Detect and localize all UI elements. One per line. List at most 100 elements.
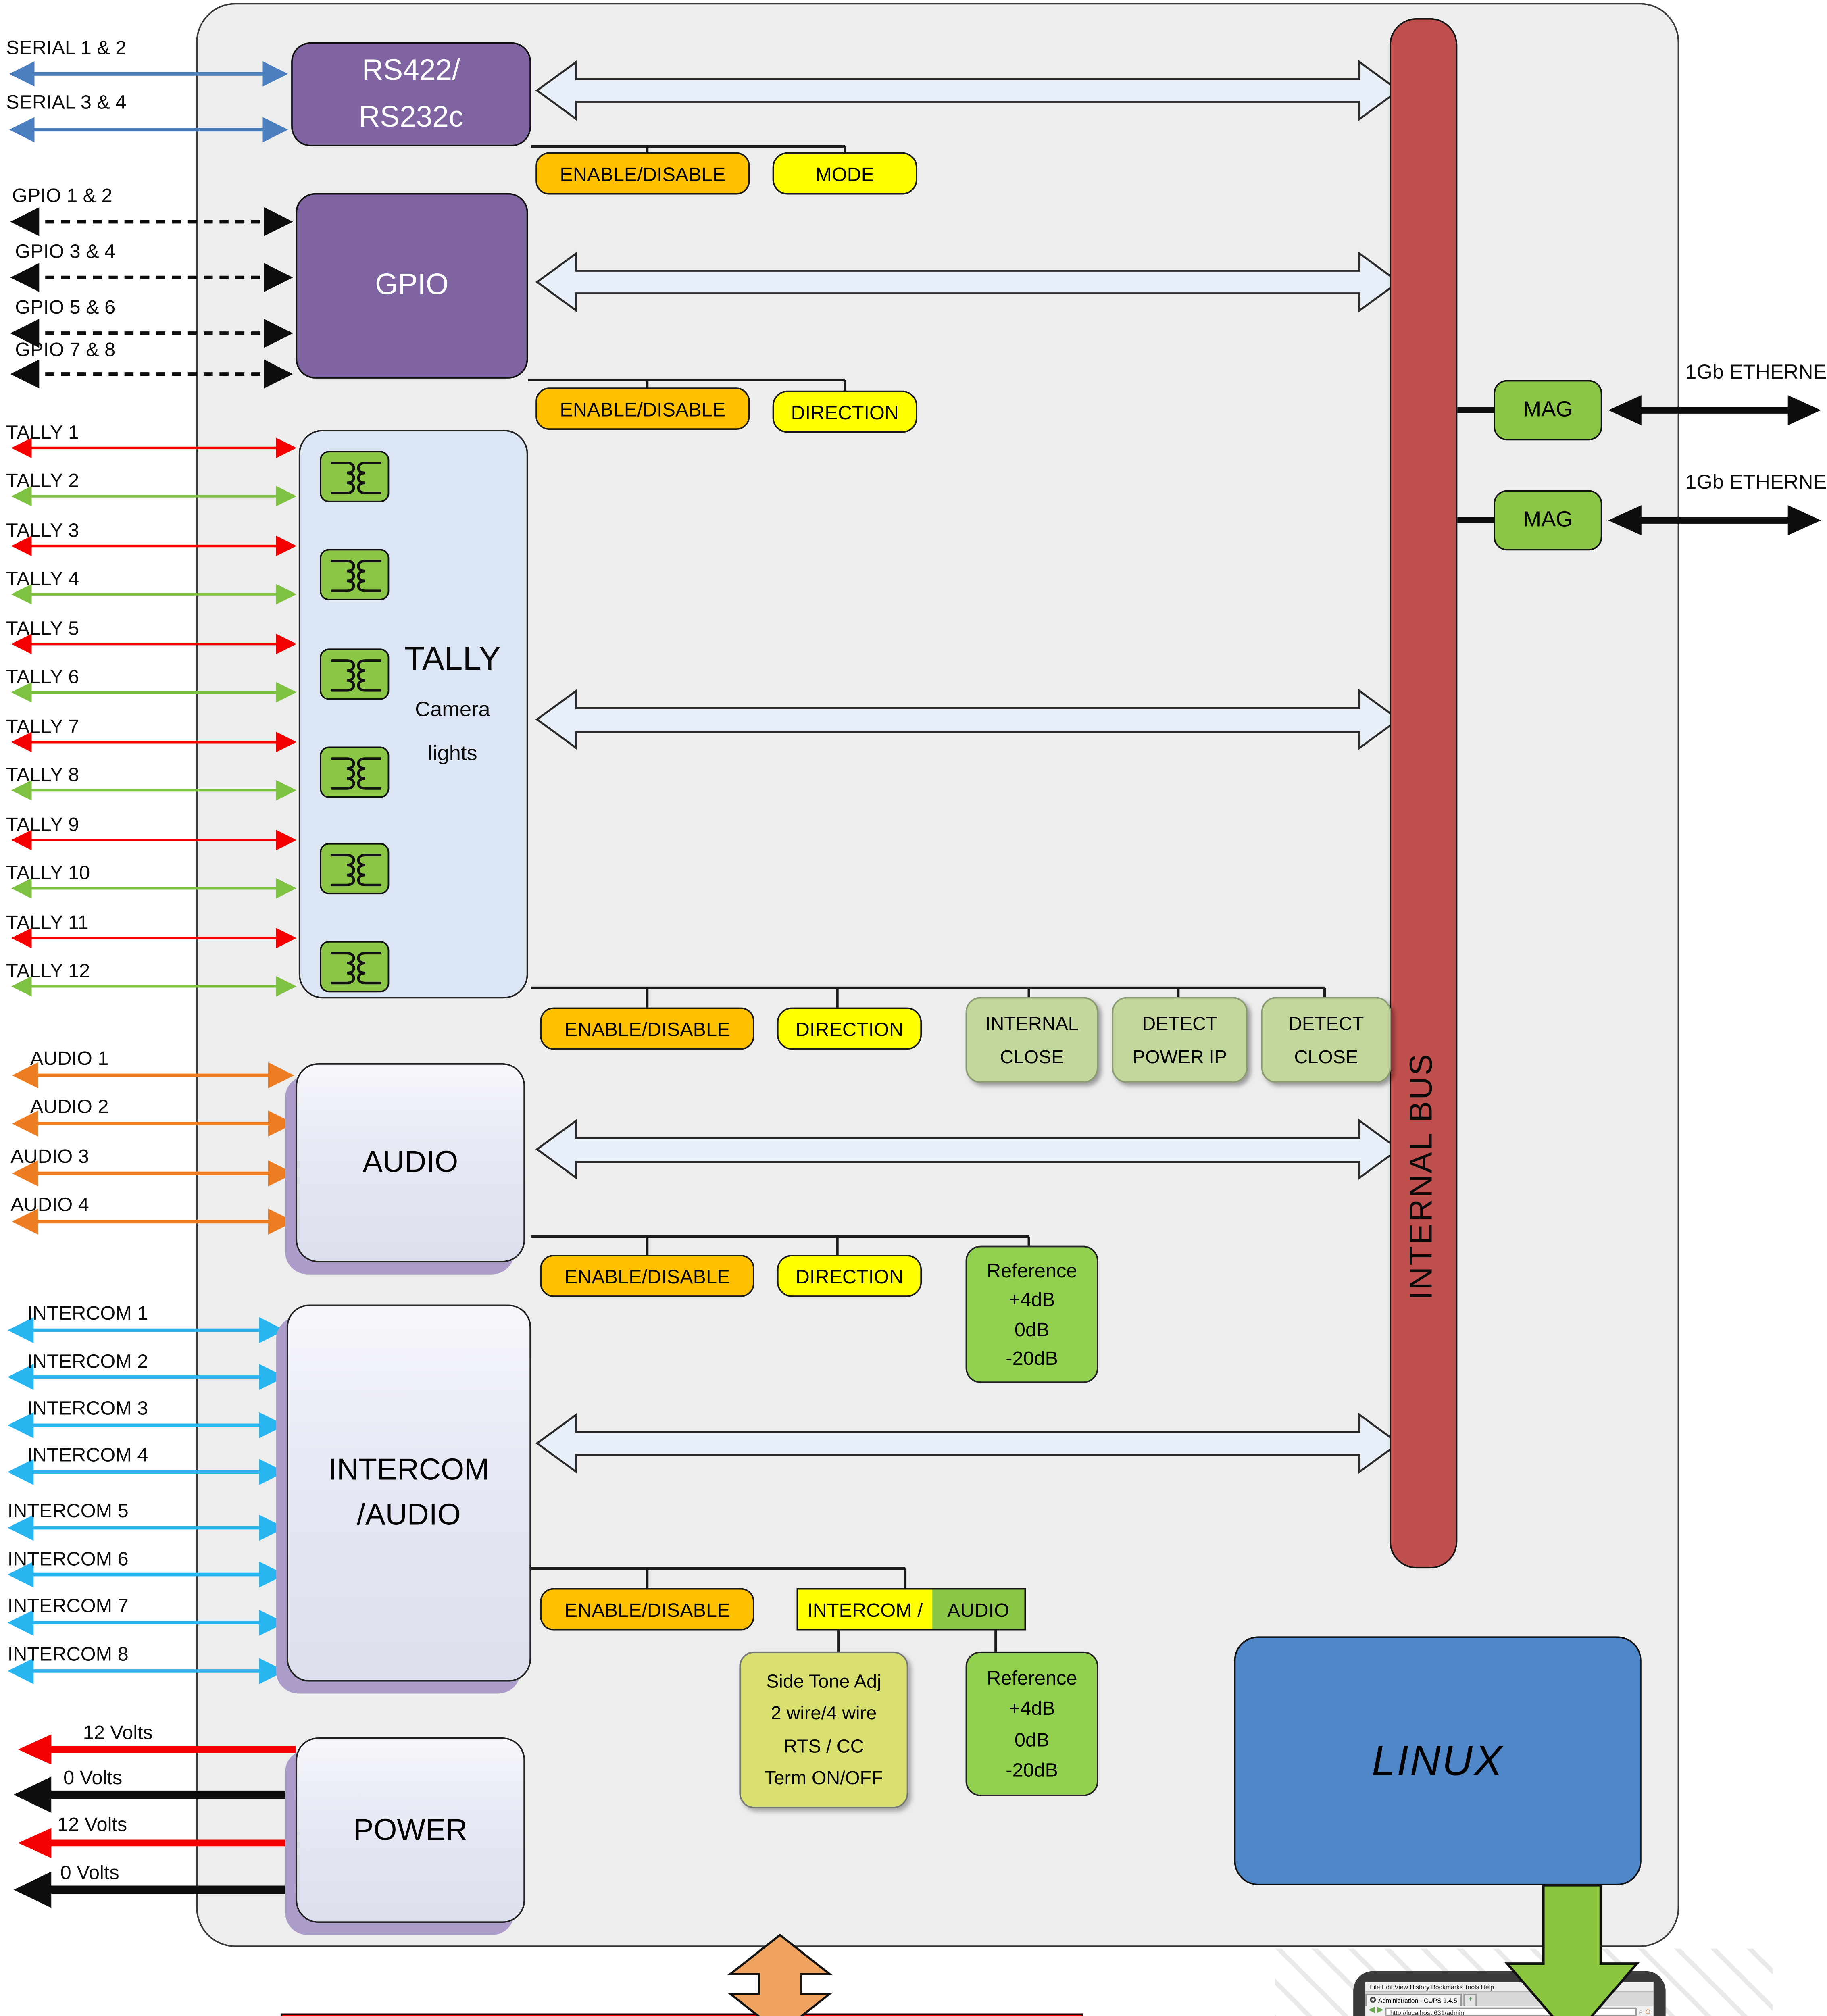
rs422-line1: RS422/ [362,54,460,88]
gpio-block: GPIO [296,193,528,379]
browser-menubar[interactable]: File Edit View History Bookmarks Tools H… [1365,1981,1654,1993]
reference-m20db: -20dB [1006,1758,1058,1781]
audio-enable-disable: ENABLE/DISABLE [540,1255,754,1297]
intercom-label-8: INTERCOM 8 [7,1642,129,1665]
rs422-rs232-block: RS422/ RS232c [291,42,531,146]
rs422-line2: RS232c [358,100,464,134]
intercom-label-6: INTERCOM 6 [7,1547,129,1570]
tally-label-12: TALLY 12 [6,959,90,982]
intercom-reference-box: Reference +4dB 0dB -20dB [965,1651,1098,1796]
relay-icon [320,451,390,502]
mag-block-2: MAG [1494,490,1602,551]
relay-icon [320,746,390,798]
browser-url-row: ◀ ▶ http://localhost:631/admin ⌕ ⌂ [1365,2005,1654,2016]
serial-label-1: SERIAL 1 & 2 [6,36,127,59]
front-panel-link-arrow [727,1933,833,2016]
tally-label-3: TALLY 3 [6,519,79,541]
reference-0db: 0dB [1014,1317,1050,1340]
tally-title: TALLY [404,639,501,677]
serial-label-2: SERIAL 3 & 4 [6,90,127,113]
intercom-label-2: INTERCOM 2 [27,1350,148,1372]
side-tone-line1: Side Tone Adj [766,1670,881,1692]
reference-m20db: -20dB [1006,1346,1058,1369]
power-block: POWER [296,1737,525,1923]
power-label-12v-a: 12 Volts [83,1720,153,1743]
side-tone-box: Side Tone Adj 2 wire/4 wire RTS / CC Ter… [739,1651,908,1808]
audio-block-label: AUDIO [362,1146,458,1180]
monitor: File Edit View History Bookmarks Tools H… [1353,1971,1666,2016]
side-tone-line2: 2 wire/4 wire [771,1703,877,1724]
intercom-audio-switch: INTERCOM / AUDIO [796,1588,1026,1631]
reference-4db: +4dB [1008,1697,1055,1720]
mag-block-1: MAG [1494,380,1602,441]
browser-tab-title: Administration - CUPS 1.4.5 [1378,1996,1457,2004]
url-bar[interactable]: http://localhost:631/admin [1385,2006,1637,2016]
side-tone-line4: Term ON/OFF [765,1768,883,1789]
forward-icon[interactable]: ▶ [1377,2006,1383,2015]
tally-label-11: TALLY 11 [6,911,89,934]
tally-internal-close: INTERNAL CLOSE [965,997,1098,1083]
intercom-label-5: INTERCOM 5 [7,1499,129,1522]
browser-window: File Edit View History Bookmarks Tools H… [1365,1981,1654,2016]
search-icon[interactable]: ⌕ [1639,2007,1644,2016]
intercom-label-7: INTERCOM 7 [7,1594,129,1617]
relay-icon [320,549,390,600]
gpio-block-label: GPIO [375,269,449,302]
power-label-12v-b: 12 Volts [57,1813,127,1836]
reference-title: Reference [986,1260,1077,1283]
front-panel: IP LIVE UTILITY INTEGRATOR LAN 1 SETTING… [280,2013,1083,2016]
audio-direction: DIRECTION [777,1255,922,1297]
intercom-line1: INTERCOM [328,1454,490,1487]
tally-detect-power-ip: DETECT POWER IP [1112,997,1248,1083]
tally-direction: DIRECTION [777,1007,922,1050]
tally-label-8: TALLY 8 [6,763,79,786]
tally-label-9: TALLY 9 [6,813,79,836]
relay-icon [320,648,390,700]
audio-label-3: AUDIO 3 [10,1145,89,1168]
tally-enable-disable: ENABLE/DISABLE [540,1007,754,1050]
reference-4db: +4dB [1008,1288,1055,1311]
tally-label-4: TALLY 4 [6,567,79,590]
back-icon[interactable]: ◀ [1368,2006,1375,2015]
new-tab-icon[interactable]: + [1463,1993,1477,2005]
relay-icon [320,843,390,895]
tally-label-10: TALLY 10 [6,861,90,884]
rs422-enable-disable: ENABLE/DISABLE [535,152,750,195]
linux-label: LINUX [1372,1737,1504,1784]
audio-label-4: AUDIO 4 [10,1193,89,1216]
gpio-label-4: GPIO 7 & 8 [15,337,116,360]
intercom-label-3: INTERCOM 3 [27,1396,148,1419]
intercom-label-4: INTERCOM 4 [27,1443,148,1466]
intercom-label-1: INTERCOM 1 [27,1302,148,1325]
intercom-switch-part: INTERCOM / [798,1589,932,1629]
gpio-direction: DIRECTION [772,390,917,433]
internal-bus [1389,18,1458,1569]
gpio-label-1: GPIO 1 & 2 [12,184,112,207]
tally-sub-lights: lights [428,740,477,765]
power-label-0v-b: 0 Volts [60,1861,119,1884]
audio-block: AUDIO [296,1063,525,1262]
detect-power-line2: POWER IP [1132,1046,1227,1067]
intercom-line2: /AUDIO [357,1499,461,1533]
tally-label-2: TALLY 2 [6,469,79,492]
home-icon[interactable]: ⌂ [1645,2007,1651,2016]
internal-close-line2: CLOSE [1000,1046,1064,1067]
gpio-label-2: GPIO 3 & 4 [15,240,116,262]
detect-close-line1: DETECT [1288,1012,1364,1034]
tally-label-5: TALLY 5 [6,616,79,639]
relay-icon [320,941,390,993]
browser-tab[interactable]: C Administration - CUPS 1.4.5 [1365,1993,1462,2005]
gpio-enable-disable: ENABLE/DISABLE [535,387,750,430]
tally-block [298,430,528,999]
power-label-0v-a: 0 Volts [63,1766,123,1789]
audio-label-1: AUDIO 1 [30,1046,109,1070]
audio-label-2: AUDIO 2 [30,1095,109,1118]
power-block-label: POWER [353,1813,468,1847]
browser-tab-row: C Administration - CUPS 1.4.5 + [1365,1992,1654,2005]
reference-0db: 0dB [1014,1727,1050,1751]
mag1-label: MAG [1523,398,1573,423]
detect-close-line2: CLOSE [1294,1046,1358,1067]
tally-label-1: TALLY 1 [6,421,79,444]
